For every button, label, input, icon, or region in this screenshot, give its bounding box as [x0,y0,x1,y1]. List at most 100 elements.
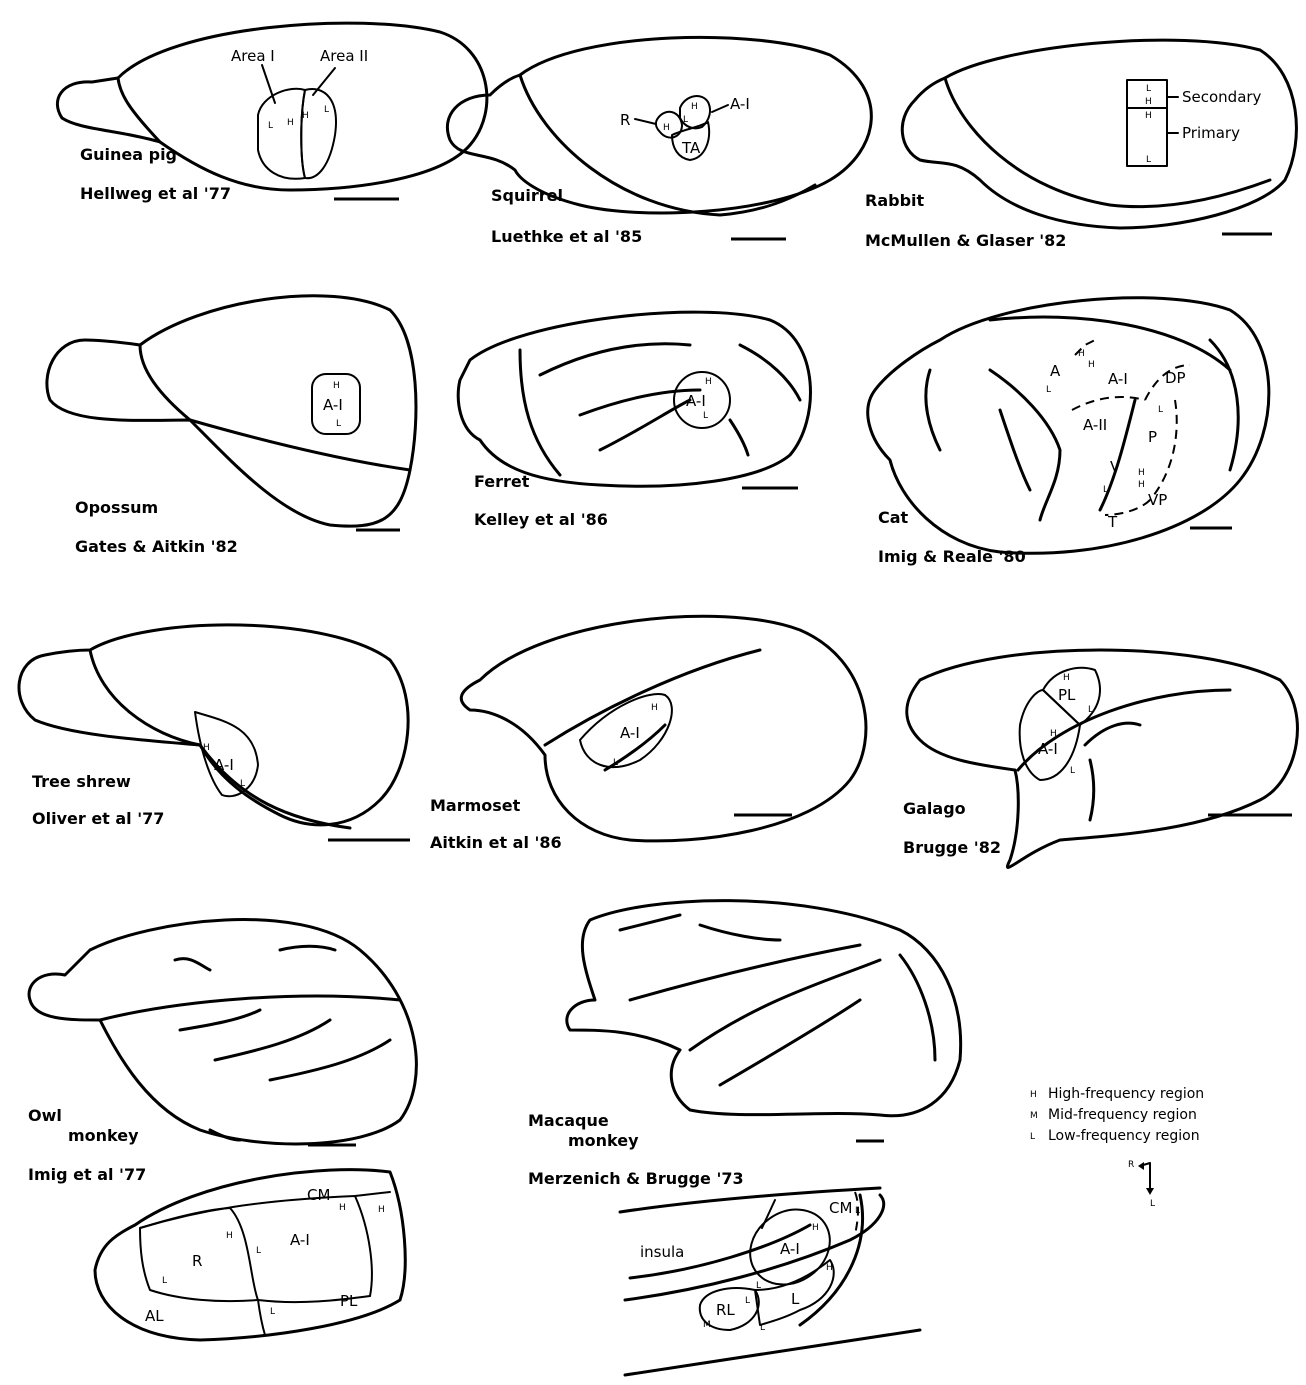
cat-marker-l1: L [1046,385,1051,395]
guinea-pig-citation: Hellweg et al '77 [80,184,231,203]
owl-monkey-marker-h2: H [339,1203,346,1213]
cat-area-dp: DP [1165,369,1186,387]
ferret-sulcus-2 [540,344,690,375]
galago-marker-h1: H [1063,673,1070,683]
rabbit-primary-label: Primary [1182,124,1240,142]
tree-shrew-brain-outline [19,625,408,825]
cat-marginal-sulcus [990,317,1230,370]
owl-monkey-brain-outline [29,920,416,1144]
owl-monkey-inset-cm-border [355,1192,390,1196]
galago-sulcus-2 [1085,723,1140,745]
ferret-marker-h: H [705,377,712,387]
galago-species-label: Galago [903,799,966,818]
guinea-pig-marker-h2: H [302,111,309,121]
squirrel-panel: R A-I TA H H L Squirrel Luethke et al '8… [447,37,871,246]
marmoset-panel: A-I H L Marmoset Aitkin et al '86 [430,616,866,852]
ferret-species-label: Ferret [474,472,530,491]
tree-shrew-sulcus [90,650,200,745]
macaque-species-line2: monkey [568,1131,639,1150]
guinea-pig-area2-region [301,89,336,178]
macaque-marker-l2: L [745,1296,750,1306]
macaque-sulcus-3 [720,1000,860,1085]
galago-marker-l2: L [1070,766,1075,776]
tree-shrew-panel: A-I H L Tree shrew Oliver et al '77 [19,625,410,840]
owl-monkey-marker-l3: L [270,1307,275,1317]
legend-text-low: Low-frequency region [1048,1128,1200,1144]
owl-monkey-sulcus-5 [215,1020,330,1060]
guinea-pig-arrow-area2 [313,68,335,95]
guinea-pig-marker-l: L [268,121,273,131]
cat-species-label: Cat [878,508,909,527]
rabbit-citation: McMullen & Glaser '82 [865,231,1066,250]
tree-shrew-citation: Oliver et al '77 [32,809,164,828]
cat-area-a1: A-I [1108,370,1128,388]
ferret-citation: Kelley et al '86 [474,510,608,529]
galago-area-pl: PL [1058,686,1076,704]
tree-shrew-species-label: Tree shrew [32,772,131,791]
rabbit-marker-h1: H [1145,97,1152,107]
owl-monkey-marker-l2: L [256,1246,261,1256]
guinea-pig-area1-label: Area I [231,47,275,65]
legend-text-high: High-frequency region [1048,1086,1204,1102]
galago-panel: PL A-I H L H L Galago Brugge '82 [903,650,1297,867]
owl-monkey-area-r: R [192,1252,202,1270]
squirrel-arrow-r [635,119,656,124]
guinea-pig-area1-region [258,89,305,179]
marmoset-marker-l: L [613,758,618,768]
marmoset-sylvian-sulcus [545,650,760,745]
cat-area-t: T [1107,513,1118,531]
owl-monkey-area-cm: CM [307,1186,330,1204]
marmoset-marker-h: H [651,703,658,713]
macaque-sylvian-sulcus [630,945,860,1000]
squirrel-temporal-sulcus [520,75,815,215]
galago-sulcus-3 [1090,760,1094,820]
ferret-sulcus-3 [580,390,700,415]
macaque-sulcus-5 [620,915,680,930]
squirrel-area-r-label: R [620,111,630,129]
orientation-arrow-head-down [1146,1188,1154,1195]
marmoset-citation: Aitkin et al '86 [430,833,562,852]
galago-marker-l1: L [1088,705,1093,715]
cat-panel: A A-I DP A-II P V VP T H H L L H H L Cat… [868,298,1269,566]
macaque-marker-h2: H [826,1263,833,1273]
ferret-panel: A-I H L Ferret Kelley et al '86 [458,312,810,529]
macaque-marker-h1: H [812,1223,819,1233]
tree-shrew-area-label: A-I [214,756,234,774]
cat-area-a: A [1050,362,1061,380]
ferret-marker-l: L [703,411,708,421]
owl-monkey-marker-h1: H [226,1231,233,1241]
squirrel-marker-h: H [663,123,670,133]
guinea-pig-panel: Area I Area II H L H L Guinea pig Hellwe… [57,23,486,203]
macaque-panel: Macaque monkey Merzenich & Brugge '73 in… [528,901,961,1375]
tree-shrew-marker-h: H [203,743,210,753]
cat-area-p: P [1148,428,1157,446]
ferret-area-label: A-I [686,392,706,410]
squirrel-species-label: Squirrel [491,186,563,205]
opossum-panel: A-I H L Opossum Gates & Aitkin '82 [47,296,416,556]
opossum-marker-l: L [336,419,341,429]
galago-marker-h2: H [1050,729,1057,739]
cat-marker-h3: H [1138,468,1145,478]
cat-ventral-sulcus [1000,410,1030,490]
macaque-citation: Merzenich & Brugge '73 [528,1169,744,1188]
guinea-pig-marker-h: H [287,118,294,128]
owl-monkey-area-al: AL [145,1307,164,1325]
guinea-pig-species-label: Guinea pig [80,145,177,164]
ferret-sulcus-6 [730,420,748,455]
owl-monkey-marker-l1: L [162,1276,167,1286]
legend-text-mid: Mid-frequency region [1048,1107,1197,1123]
owl-monkey-marker-h3: H [378,1205,385,1215]
owl-monkey-area-a1: A-I [290,1231,310,1249]
marmoset-species-label: Marmoset [430,796,521,815]
opossum-marker-h: H [333,381,340,391]
legend: H High-frequency region M Mid-frequency … [1030,1086,1204,1209]
opossum-species-label: Opossum [75,498,158,517]
owl-monkey-sulcus-3 [280,946,335,950]
macaque-area-cm: CM [829,1199,852,1217]
cat-area-v: V [1110,458,1121,476]
owl-monkey-panel: Owl monkey Imig et al '77 CM R A-I AL PL… [28,920,416,1340]
cat-marker-l2: L [1158,405,1163,415]
owl-monkey-sulcus-6 [270,1040,390,1080]
macaque-marker-m: M [703,1320,711,1330]
legend-symbol-mid: M [1030,1111,1038,1121]
